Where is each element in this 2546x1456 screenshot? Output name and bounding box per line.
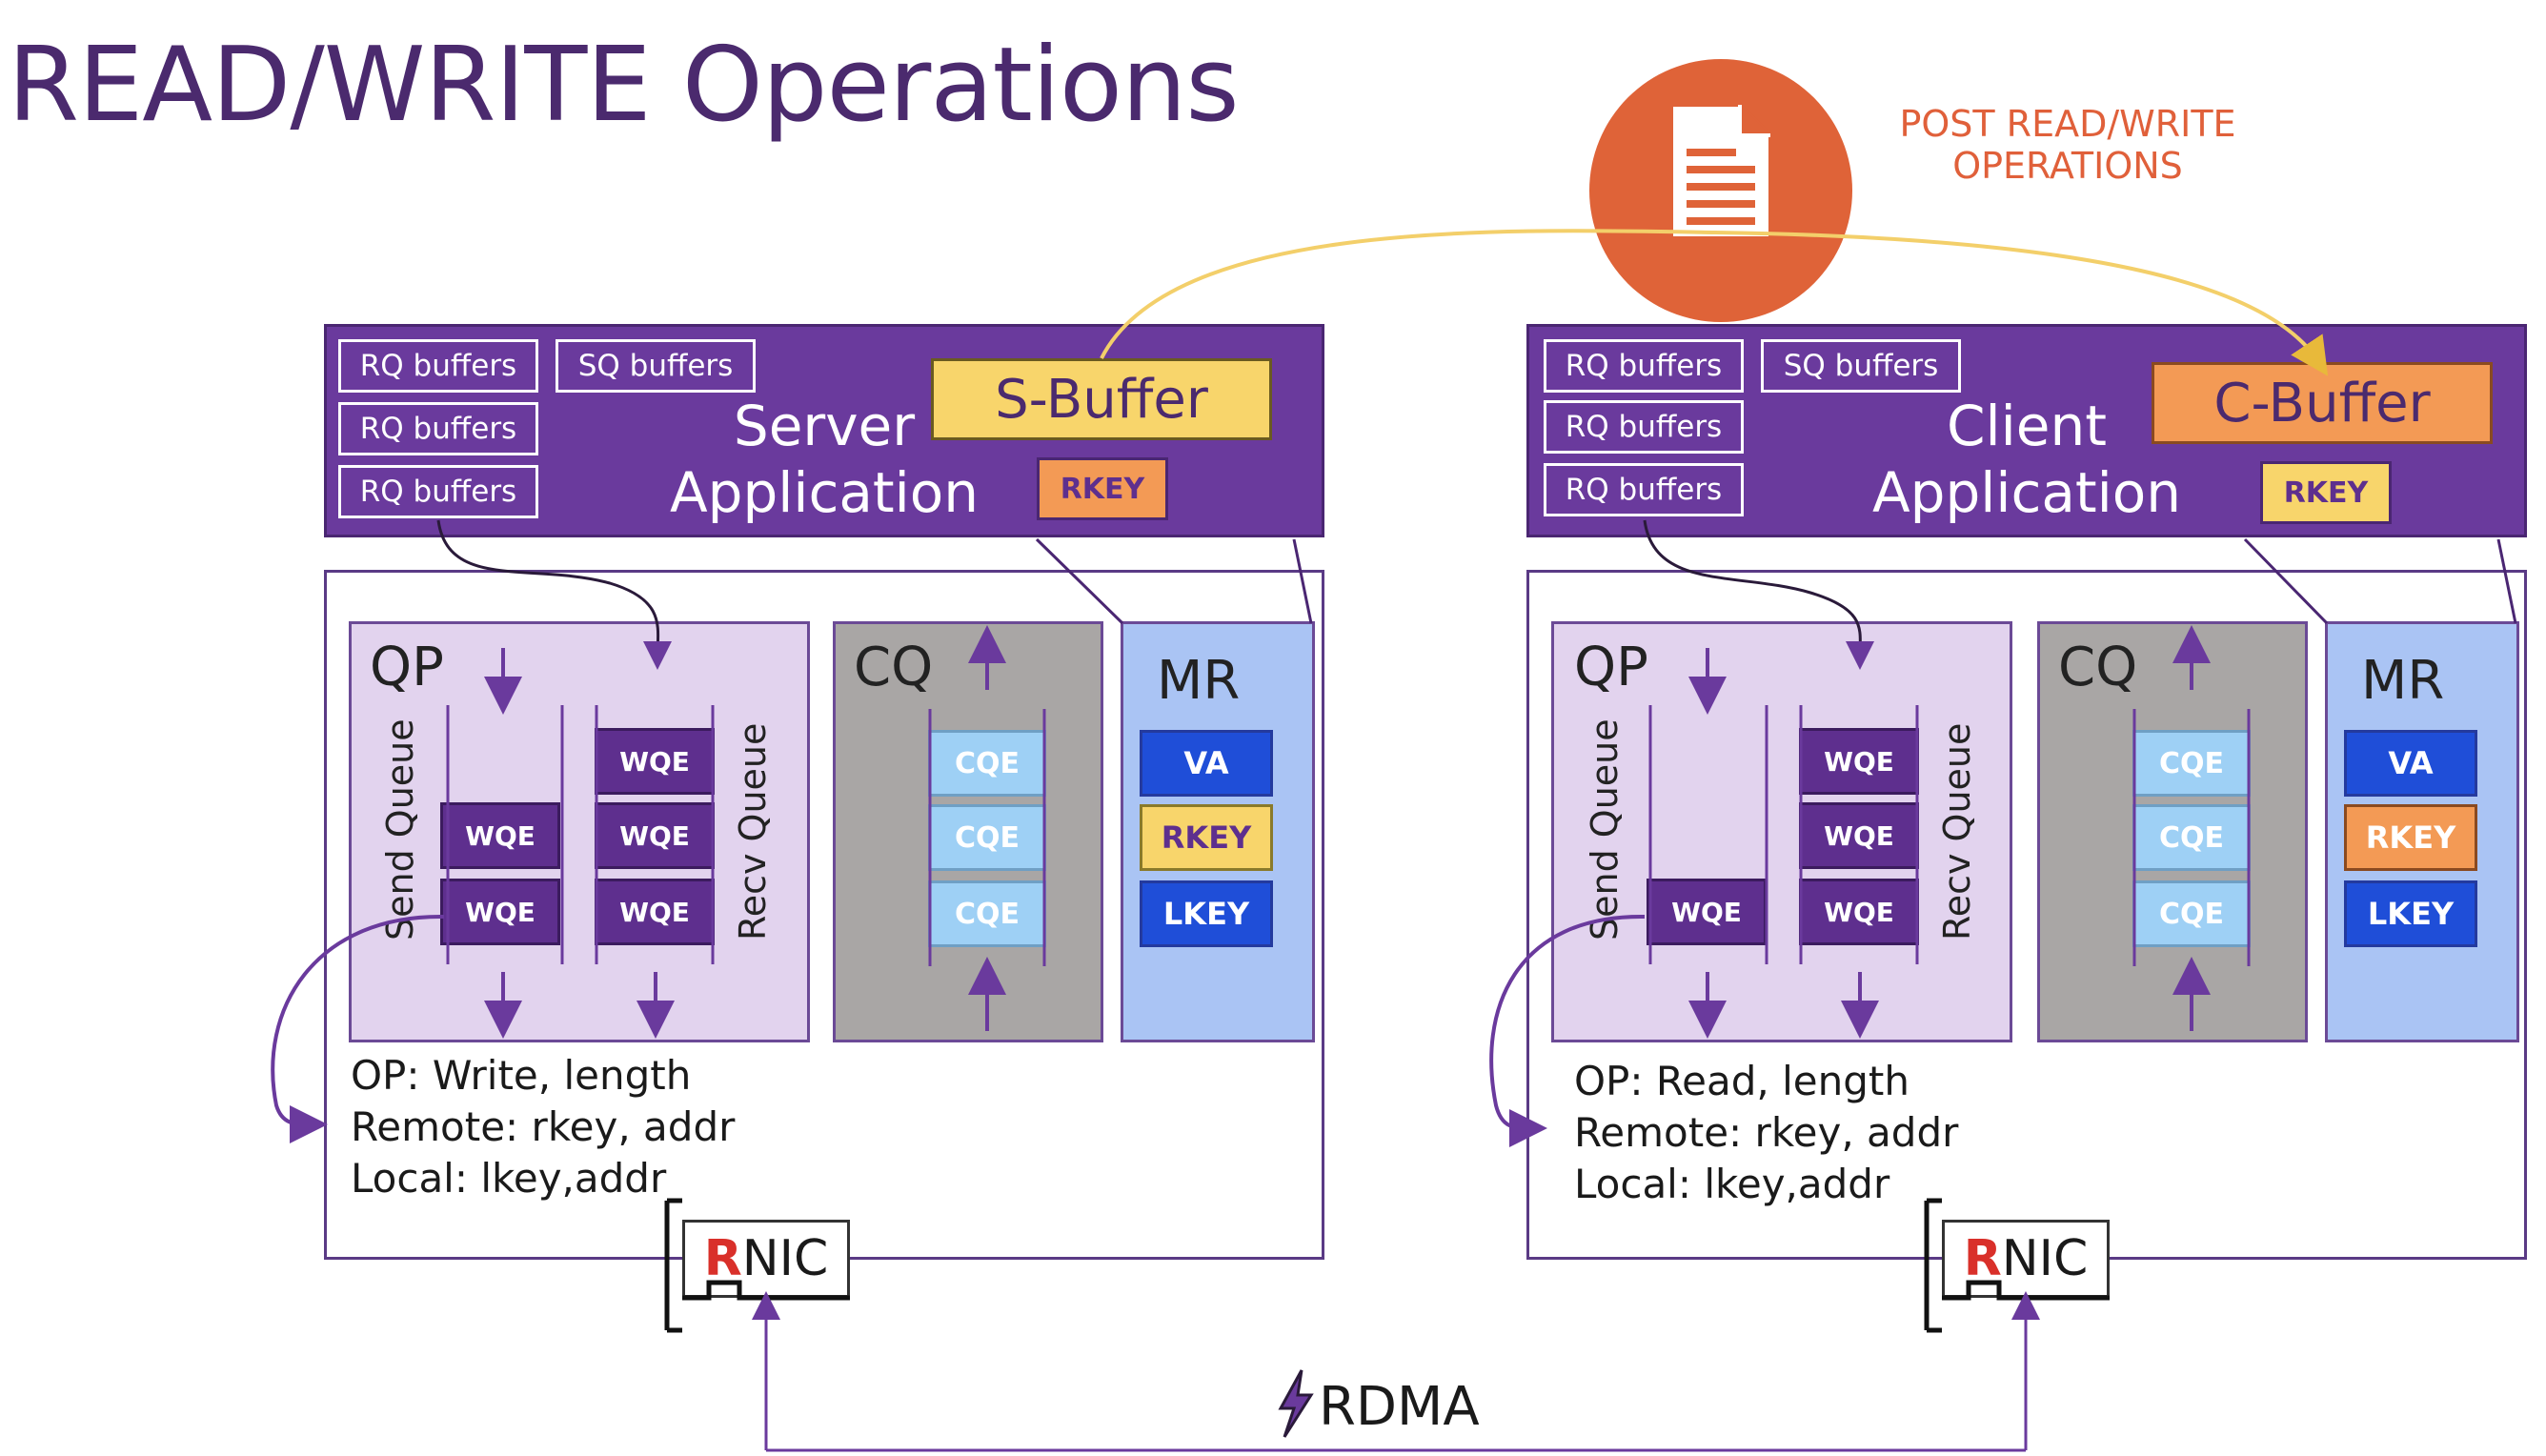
client-rq-buffer-3: RQ buffers xyxy=(1544,463,1744,516)
lightning-icon xyxy=(1278,1369,1314,1438)
server-op-line-3: Local: lkey,addr xyxy=(351,1155,667,1202)
server-mr-va: VA xyxy=(1140,730,1273,797)
server-rnic-r: R xyxy=(703,1230,742,1287)
server-send-wqe-2: WQE xyxy=(440,879,560,945)
client-op-line-3: Local: lkey,addr xyxy=(1574,1161,1890,1207)
post-operations-arc xyxy=(1100,229,2329,376)
server-send-wqe-1: WQE xyxy=(440,802,560,869)
client-op-line-1: OP: Read, length xyxy=(1574,1058,1910,1104)
server-rnic-rest: NIC xyxy=(741,1230,829,1287)
server-rq-buffer-3: RQ buffers xyxy=(338,465,538,518)
server-qp-label: QP xyxy=(370,637,444,698)
server-application-label: Server Application xyxy=(657,393,991,526)
server-app-line-1: Server xyxy=(733,394,916,458)
client-mr-rkey: RKEY xyxy=(2344,804,2477,871)
client-qp-label: QP xyxy=(1574,637,1648,698)
server-app-rkey: RKEY xyxy=(1037,457,1168,520)
server-cqe-1: CQE xyxy=(928,730,1046,797)
client-rnic-r: R xyxy=(1963,1230,2002,1287)
client-op-description: OP: Read, length Remote: rkey, addr Loca… xyxy=(1574,1056,1958,1210)
client-cqe-2: CQE xyxy=(2132,804,2251,871)
client-recv-wqe-2: WQE xyxy=(1799,802,1919,869)
client-rnic-rest: NIC xyxy=(2001,1230,2089,1287)
server-recv-wqe-2: WQE xyxy=(595,802,715,869)
server-app-line-2: Application xyxy=(669,460,980,525)
client-app-line-1: Client xyxy=(1947,394,2107,458)
client-cq-label: CQ xyxy=(2058,637,2138,698)
note-line-2: OPERATIONS xyxy=(1952,145,2183,187)
client-mr-label: MR xyxy=(2361,650,2445,712)
client-op-line-2: Remote: rkey, addr xyxy=(1574,1109,1959,1156)
client-qp-panel xyxy=(1551,621,2012,1042)
server-mr-lkey: LKEY xyxy=(1140,880,1273,947)
s-buffer: S-Buffer xyxy=(931,358,1272,440)
server-rq-buffer-2: RQ buffers xyxy=(338,402,538,455)
server-op-line-1: OP: Write, length xyxy=(351,1052,692,1099)
client-mr-va: VA xyxy=(2344,730,2477,797)
server-qp-panel xyxy=(349,621,810,1042)
note-line-1: POST READ/WRITE xyxy=(1899,103,2236,145)
client-cqe-1: CQE xyxy=(2132,730,2251,797)
server-sq-buffers: SQ buffers xyxy=(556,339,756,393)
client-mr-lkey: LKEY xyxy=(2344,880,2477,947)
client-send-wqe-1: WQE xyxy=(1647,879,1767,945)
client-application-label: Client Application xyxy=(1860,393,2193,526)
server-recv-wqe-1: WQE xyxy=(595,728,715,795)
client-app-rkey: RKEY xyxy=(2260,461,2392,524)
server-mr-label: MR xyxy=(1157,650,1241,712)
client-app-line-2: Application xyxy=(1871,460,2182,525)
server-op-description: OP: Write, length Remote: rkey, addr Loc… xyxy=(351,1050,735,1204)
post-operations-note: POST READ/WRITE OPERATIONS xyxy=(1839,103,2296,187)
server-cqe-2: CQE xyxy=(928,804,1046,871)
server-rq-buffer-1: RQ buffers xyxy=(338,339,538,393)
client-cqe-3: CQE xyxy=(2132,880,2251,947)
document-icon xyxy=(1669,103,1772,240)
client-sq-buffers: SQ buffers xyxy=(1761,339,1961,393)
client-rq-buffer-2: RQ buffers xyxy=(1544,400,1744,454)
server-cq-label: CQ xyxy=(854,637,934,698)
server-mr-rkey: RKEY xyxy=(1140,804,1273,871)
rdma-label: RDMA xyxy=(1319,1376,1480,1438)
server-op-line-2: Remote: rkey, addr xyxy=(351,1103,736,1150)
client-rq-buffer-1: RQ buffers xyxy=(1544,339,1744,393)
page-title: READ/WRITE Operations xyxy=(8,26,1240,145)
